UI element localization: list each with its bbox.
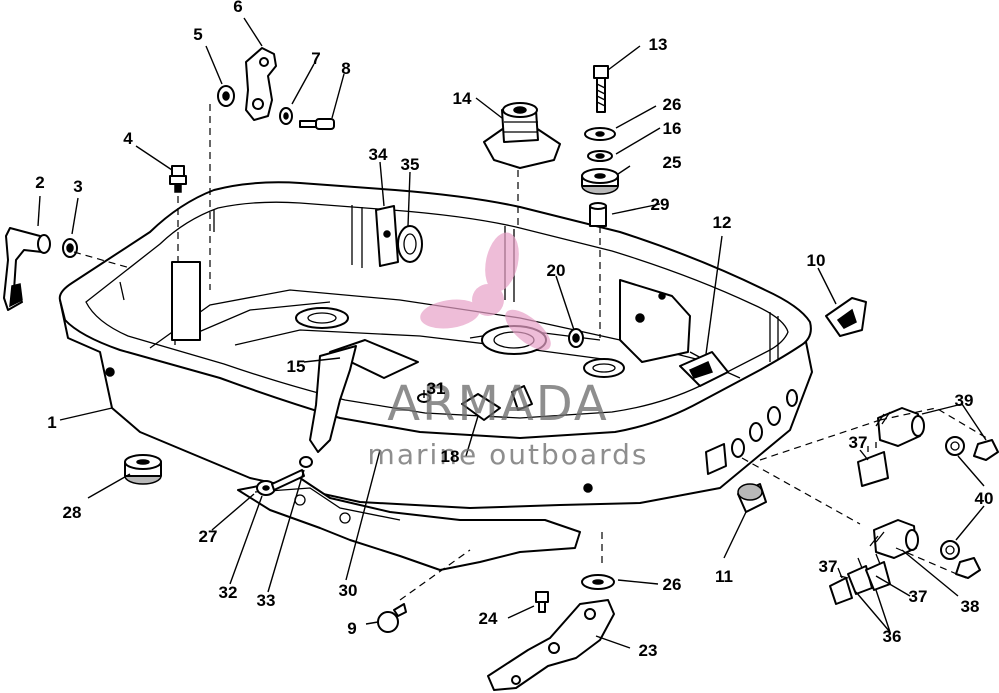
phantom-lines — [73, 104, 991, 601]
part-14-boot — [483, 102, 561, 169]
callout-3: 3 — [73, 177, 82, 196]
callout-25: 25 — [663, 153, 682, 172]
callout-34: 34 — [369, 145, 388, 164]
callout-27: 27 — [199, 527, 218, 546]
callout-12: 12 — [713, 213, 732, 232]
propeller-logo — [420, 232, 551, 351]
callout-5: 5 — [193, 25, 202, 44]
callout-7: 7 — [311, 49, 320, 68]
callout-37-lower-left: 37 — [819, 557, 838, 576]
callout-8: 8 — [341, 59, 350, 78]
part-16-washer — [587, 150, 613, 162]
part-28-grommet — [124, 454, 162, 485]
part-25-grommet — [581, 168, 619, 195]
part-23-bracket — [487, 599, 615, 691]
part-10-clip — [825, 297, 867, 337]
leader-lines — [37, 17, 987, 649]
callout-10: 10 — [807, 251, 826, 270]
callout-18: 18 — [441, 447, 460, 466]
callout-6: 6 — [233, 0, 242, 16]
part-32-33-fasteners — [256, 456, 313, 496]
part-8-screw — [299, 118, 335, 130]
part-4-fitting — [169, 165, 187, 193]
part-29-sleeve — [589, 202, 607, 227]
callout-1: 1 — [47, 413, 56, 432]
bottom-bracket-plate — [237, 477, 581, 571]
watermark-brand: ARMADA — [387, 376, 608, 432]
part-26-bottom-washer — [581, 574, 615, 590]
propeller-hub — [472, 284, 504, 316]
callout-29: 29 — [651, 195, 670, 214]
part-2-lever — [3, 227, 51, 311]
callout-4: 4 — [123, 129, 133, 148]
lower-cowl — [58, 181, 813, 509]
part-20-washer — [568, 328, 584, 348]
callout-37-upper: 37 — [849, 433, 868, 452]
callout-15: 15 — [287, 357, 306, 376]
part-34-35-inner — [375, 205, 423, 267]
callout-33: 33 — [257, 591, 276, 610]
part-5-washer — [217, 85, 235, 107]
callout-16: 16 — [663, 119, 682, 138]
callout-35: 35 — [401, 155, 420, 174]
callout-labels: 1 2 3 4 5 6 7 8 9 10 11 12 13 14 15 16 1… — [35, 0, 993, 660]
callout-31: 31 — [427, 379, 446, 398]
part-24-screw — [535, 591, 549, 613]
callout-24: 24 — [479, 609, 498, 628]
part-3-washer — [62, 238, 78, 258]
part-26-top-washer — [584, 127, 616, 141]
armada-watermark: ARMADA marine outboards — [368, 232, 649, 471]
part-12-bracket — [679, 351, 729, 387]
callout-32: 32 — [219, 583, 238, 602]
part-13-bolt — [593, 65, 609, 113]
watermark-tagline: marine outboards — [368, 438, 649, 471]
callout-40: 40 — [975, 489, 994, 508]
callout-26-bottom: 26 — [663, 575, 682, 594]
callout-37-lower-right: 37 — [909, 587, 928, 606]
callout-11: 11 — [715, 567, 733, 586]
callout-38: 38 — [961, 597, 980, 616]
propeller-blade-right — [505, 309, 551, 351]
callout-26-top: 26 — [663, 95, 682, 114]
propeller-blade-upper — [485, 232, 519, 292]
part-6-latch — [245, 47, 277, 121]
callout-23: 23 — [639, 641, 658, 660]
callout-30: 30 — [339, 581, 358, 600]
part-9-knob — [377, 603, 407, 633]
callout-28: 28 — [63, 503, 82, 522]
part-11-bushing — [737, 483, 767, 513]
callout-2: 2 — [35, 173, 44, 192]
part-7-washer — [279, 107, 293, 125]
parts-37-40-switches — [829, 407, 999, 605]
callout-13: 13 — [649, 35, 668, 54]
callout-14: 14 — [453, 89, 472, 108]
callout-20: 20 — [547, 261, 566, 280]
callout-39: 39 — [955, 391, 974, 410]
propeller-blade-left — [420, 299, 480, 329]
callout-36: 36 — [883, 627, 902, 646]
callout-9: 9 — [347, 619, 356, 638]
